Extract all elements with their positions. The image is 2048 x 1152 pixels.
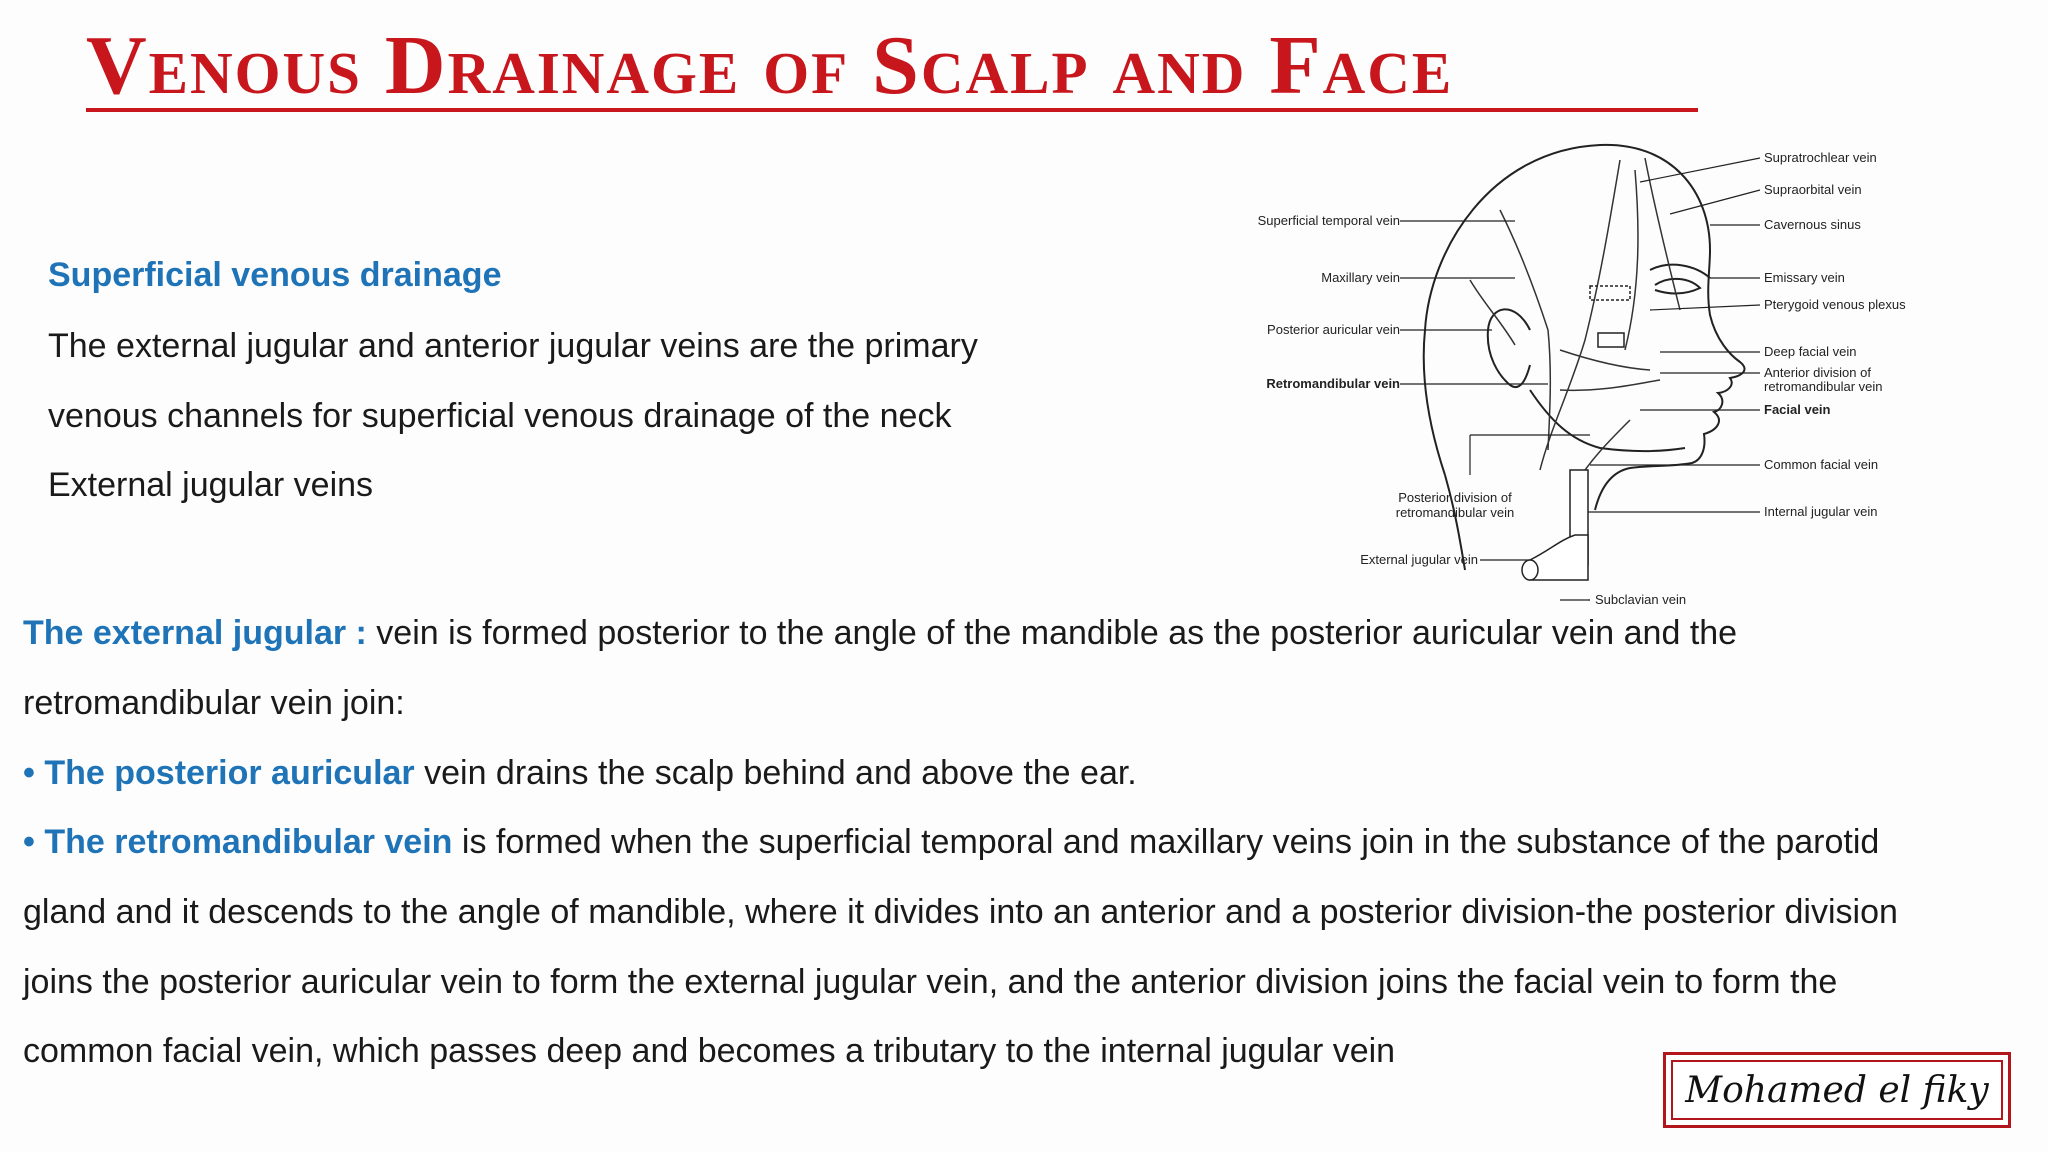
leader-lines: [1400, 157, 1761, 601]
intro-line: External jugular veins: [48, 466, 374, 504]
author-signature: Mohamed el fiky: [1671, 1060, 2003, 1120]
label-posterior-division: Posterior division of: [1398, 490, 1512, 505]
head-outline: [1422, 143, 1746, 571]
jugular-vessels: [1521, 285, 1631, 581]
author-signature-box: Mohamed el fiky: [1663, 1052, 2011, 1128]
label-subclavian: Subclavian vein: [1595, 592, 1686, 607]
highlight-term: • The retromandibular vein: [23, 823, 453, 861]
pterygoid-plexus-box: [1597, 332, 1625, 348]
label-pterygoid: Pterygoid venous plexus: [1764, 297, 1906, 312]
label-deep-facial: Deep facial vein: [1764, 344, 1857, 359]
paragraph-text: vein is formed posterior to the angle of…: [366, 614, 1738, 652]
cavernous-sinus-box: [1589, 285, 1631, 301]
label-anterior-division: Anterior division of: [1764, 365, 1871, 380]
bullet-line: • The retromandibular vein is formed whe…: [23, 823, 1879, 862]
label-anterior-division-2: retromandibular vein: [1764, 379, 1883, 394]
venous-anatomy-diagram: Superficial temporal vein Maxillary vein…: [1258, 143, 1906, 607]
paragraph-line: common facial vein, which passes deep an…: [23, 1032, 1396, 1070]
label-posterior-auricular: Posterior auricular vein: [1267, 322, 1400, 337]
label-supraorbital: Supraorbital vein: [1764, 182, 1862, 197]
intro-line: venous channels for superficial venous d…: [48, 397, 952, 435]
label-retromandibular: Retromandibular vein: [1266, 376, 1400, 391]
label-maxillary: Maxillary vein: [1321, 270, 1400, 285]
label-emissary: Emissary vein: [1764, 270, 1845, 285]
highlight-term: • The posterior auricular: [23, 754, 415, 792]
page-title: Venous Drainage of Scalp and Face: [86, 19, 1454, 112]
label-superficial-temporal: Superficial temporal vein: [1258, 213, 1400, 228]
label-external-jugular: External jugular vein: [1360, 552, 1478, 567]
paragraph-line: retromandibular vein join:: [23, 684, 405, 722]
paragraph-line: The external jugular : vein is formed po…: [23, 614, 1737, 653]
subclavian-vessel: [1529, 534, 1589, 581]
subclavian-opening: [1521, 559, 1539, 581]
intro-line: The external jugular and anterior jugula…: [48, 327, 978, 365]
highlight-term: The external jugular :: [23, 614, 367, 652]
label-supratrochlear: Supratrochlear vein: [1764, 150, 1877, 165]
vein-network: [1469, 157, 1681, 486]
bullet-line: • The posterior auricular vein drains th…: [23, 754, 1137, 793]
label-facial: Facial vein: [1764, 402, 1831, 417]
label-internal-jugular: Internal jugular vein: [1764, 504, 1877, 519]
paragraph-line: gland and it descends to the angle of ma…: [23, 893, 1898, 931]
section-heading: Superficial venous drainage: [48, 256, 502, 294]
label-cavernous: Cavernous sinus: [1764, 217, 1861, 232]
paragraph-line: joins the posterior auricular vein to fo…: [23, 963, 1838, 1001]
label-common-facial: Common facial vein: [1764, 457, 1878, 472]
paragraph-text: vein drains the scalp behind and above t…: [414, 754, 1137, 792]
paragraph-text: is formed when the superficial temporal …: [452, 823, 1880, 861]
label-posterior-division-2: retromandibular vein: [1396, 505, 1515, 520]
title-underline: [86, 108, 1698, 112]
